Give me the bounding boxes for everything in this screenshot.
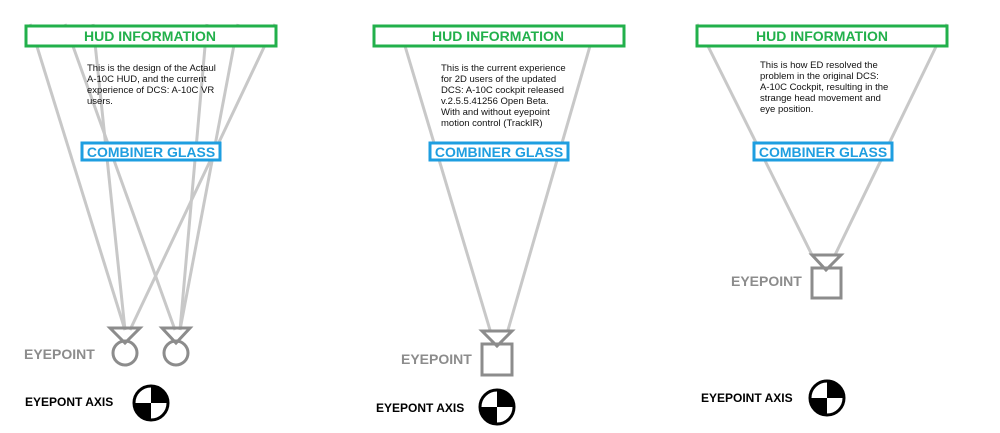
hud-information-label: HUD INFORMATION <box>756 28 888 44</box>
panel-1-sight-rays <box>28 23 277 331</box>
panel-3: HUD INFORMATION COMBINER GLASS EYEPOINT … <box>695 23 949 417</box>
panel-2: HUD INFORMATION COMBINER GLASS EYEPOINT … <box>372 24 626 426</box>
eyepoint-label: EYEPOINT <box>401 351 472 367</box>
square-eye-icon <box>808 253 845 300</box>
panel-1-description: This is the design of the Actaul A-10C H… <box>87 63 216 107</box>
combiner-glass-box <box>80 141 222 162</box>
eyepoint-axis-label: EYEPOINT AXIS <box>701 391 793 405</box>
hud-information-label: HUD INFORMATION <box>84 28 216 44</box>
panel-3-sight-rays <box>695 23 949 256</box>
combiner-glass-label: COMBINER GLASS <box>435 144 563 160</box>
panel-3-description: This is how ED resolved the problem in t… <box>760 60 889 115</box>
combiner-glass-box <box>752 141 894 162</box>
ray <box>178 23 209 331</box>
ray <box>28 23 127 331</box>
combiner-glass-box <box>428 141 570 162</box>
ray <box>63 23 177 331</box>
ray <box>403 45 492 331</box>
combiner-glass-label: COMBINER GLASS <box>87 144 215 160</box>
ray <box>833 23 949 256</box>
eyepoint-axis-label: EYEPONT AXIS <box>25 395 113 409</box>
hud-information-box <box>695 24 949 48</box>
ray <box>506 45 592 331</box>
eyepoint-label: EYEPOINT <box>24 346 95 362</box>
quartered-circle-icon <box>132 384 170 422</box>
combiner-glass-label: COMBINER GLASS <box>759 144 887 160</box>
eyepoint-label: EYEPOINT <box>731 273 802 289</box>
hud-information-box <box>372 24 626 48</box>
hud-information-label: HUD INFORMATION <box>432 28 564 44</box>
ray <box>128 23 277 331</box>
quartered-circle-icon <box>478 388 516 426</box>
square-eye-icon <box>478 329 516 377</box>
panel-1: HUD INFORMATION COMBINER GLASS EYEPOINT … <box>24 23 278 422</box>
ray <box>695 23 814 256</box>
ray <box>178 23 240 331</box>
circle-eye-icon <box>158 326 194 367</box>
ray <box>91 23 127 331</box>
eyepoint-axis-label: EYEPONT AXIS <box>376 401 464 415</box>
panel-2-sight-rays <box>403 45 592 331</box>
circle-eye-icon <box>106 326 144 367</box>
hud-information-box <box>24 24 278 48</box>
panel-2-description: This is the current experience for 2D us… <box>441 63 566 129</box>
quartered-circle-icon <box>808 379 846 417</box>
